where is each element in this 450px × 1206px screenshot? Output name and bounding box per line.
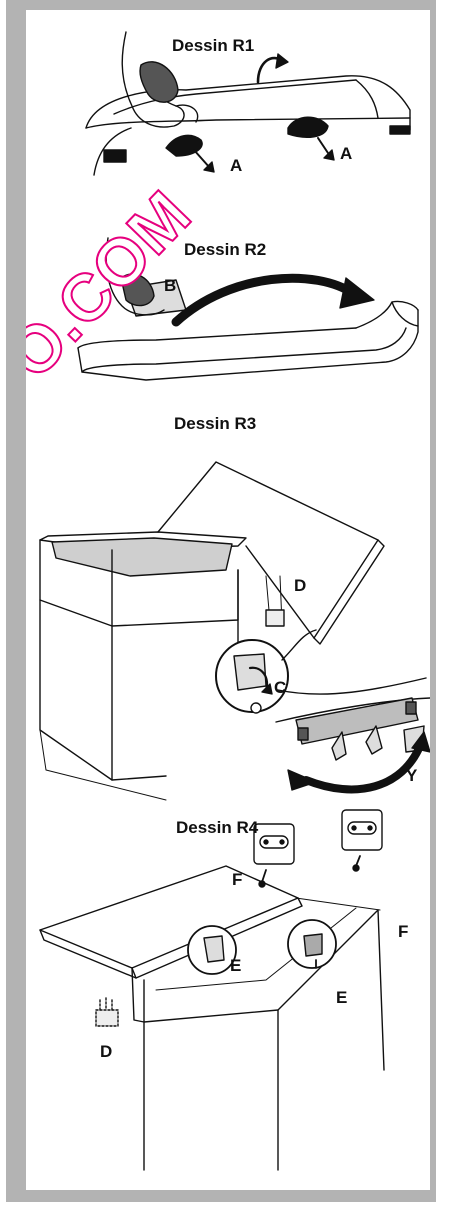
label-e-left: E <box>230 956 242 975</box>
content-panel: O.COM Dessin R1 Dessin R2 Dessin R3 Dess… <box>26 10 430 1190</box>
label-y: Y <box>406 766 418 785</box>
page-frame: O.COM Dessin R1 Dessin R2 Dessin R3 Dess… <box>6 0 436 1202</box>
label-e-right: E <box>336 988 348 1007</box>
drawing-r2-illustration <box>77 237 419 381</box>
label-d: D <box>294 576 307 595</box>
drawing-r4-title: Dessin R4 <box>176 818 259 837</box>
drawing-r1-title: Dessin R1 <box>172 36 255 55</box>
drawing-r1-illustration <box>85 31 411 176</box>
drawing-r3-illustration <box>39 461 430 801</box>
illustrations <box>39 31 430 1171</box>
label-a-right: A <box>340 144 353 163</box>
label-c: C <box>274 678 287 697</box>
label-f-left: F <box>232 870 243 889</box>
drawing-r3-title: Dessin R3 <box>174 414 257 433</box>
label-b: B <box>164 276 177 295</box>
label-f-right: F <box>398 922 409 941</box>
drawing-r2-title: Dessin R2 <box>184 240 267 259</box>
label-a-left: A <box>230 156 243 175</box>
drawing-r4-illustration <box>39 809 385 1171</box>
label-d-r4: D <box>100 1042 113 1061</box>
